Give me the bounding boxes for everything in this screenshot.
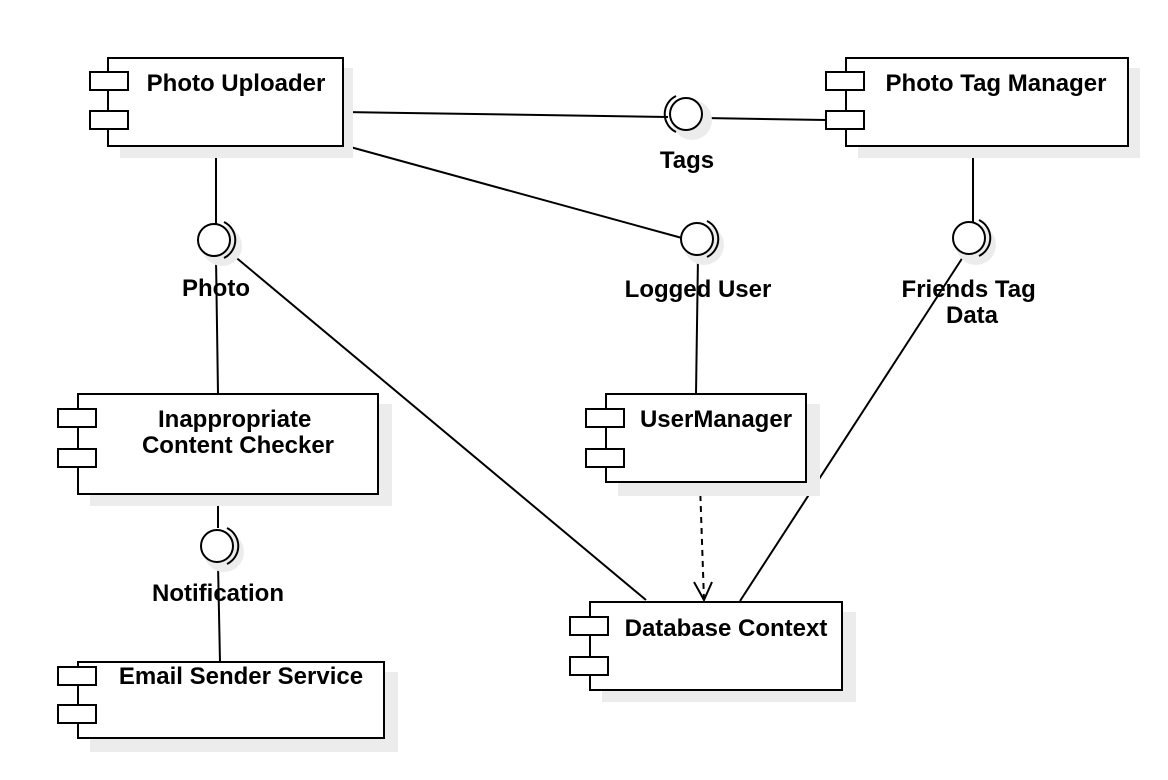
component-database-context[interactable]: Database Context <box>569 601 856 702</box>
interface-notification[interactable]: Notification <box>152 527 284 607</box>
interface-label-photo: Photo <box>182 275 250 302</box>
edge-photo-checker <box>215 257 219 395</box>
interface-friends-tag-data[interactable]: Friends Tag Data <box>902 219 1043 329</box>
component-inappropriate-content-checker[interactable]: Inappropriate Content Checker <box>57 393 392 506</box>
edge-notification-email <box>217 563 221 663</box>
component-photo-tag-manager[interactable]: Photo Tag Manager <box>825 57 1140 158</box>
component-label-checker-line1: Inappropriate <box>158 406 311 433</box>
component-icon-tab-bottom <box>585 448 625 468</box>
edge-uploader-tags <box>342 111 669 118</box>
edge-tags-tagmanager <box>703 117 827 121</box>
component-label-user-manager: UserManager <box>640 406 792 433</box>
component-label-database-context: Database Context <box>625 615 828 642</box>
component-icon-tab-bottom <box>57 704 97 724</box>
interface-logged-user[interactable]: Logged User <box>625 220 772 303</box>
interface-label-friends-tag-data: Friends Tag Data <box>902 276 1043 329</box>
component-icon-tab-top <box>57 666 97 686</box>
interface-label-friends-tag-line2: Data <box>946 302 999 329</box>
component-icon-tab-top <box>825 71 865 91</box>
component-icon-tab-top <box>57 408 97 428</box>
interface-tags[interactable]: Tags <box>660 95 714 174</box>
edge-uploader-loggeduser <box>342 144 683 239</box>
component-icon-tab-bottom <box>89 110 129 130</box>
component-icon-tab-top <box>89 71 129 91</box>
component-icon-tab-bottom <box>57 448 97 468</box>
interface-label-friends-tag-line1: Friends Tag <box>902 276 1036 303</box>
interface-label-logged-user: Logged User <box>625 276 772 303</box>
component-icon-tab-bottom <box>569 656 609 676</box>
component-icon-tab-top <box>569 616 609 636</box>
component-photo-uploader[interactable]: Photo Uploader <box>89 57 353 158</box>
component-label-photo-tag-manager: Photo Tag Manager <box>886 70 1107 97</box>
component-icon-tab-bottom <box>825 110 865 130</box>
interface-label-tags: Tags <box>660 147 714 174</box>
edge-photo-database <box>232 254 647 601</box>
component-email-sender-service[interactable]: Email Sender Service <box>57 661 398 752</box>
dependency-usermanager-database <box>699 483 705 601</box>
component-icon-tab-top <box>585 408 625 428</box>
edge-friendstag-database <box>739 256 964 602</box>
interface-photo[interactable]: Photo <box>182 221 250 302</box>
component-label-email-sender: Email Sender Service <box>119 663 363 690</box>
component-label-checker-line2: Content Checker <box>142 432 334 459</box>
interface-label-notification: Notification <box>152 580 284 607</box>
component-label-photo-uploader: Photo Uploader <box>147 70 326 97</box>
dependency-arrowhead <box>693 581 713 603</box>
component-label-inappropriate-checker: Inappropriate Content Checker <box>142 406 334 459</box>
component-user-manager[interactable]: UserManager <box>585 393 820 496</box>
connectors <box>215 111 974 663</box>
edge-loggeduser-usermanager <box>695 256 699 395</box>
